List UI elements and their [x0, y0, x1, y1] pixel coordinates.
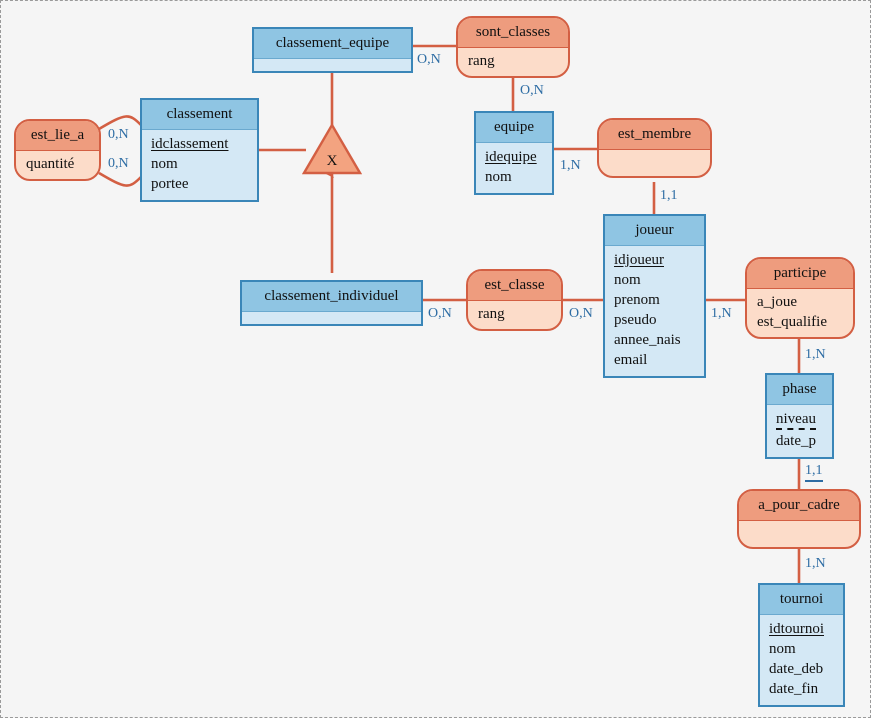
- entity-attribute-list: niveau date_p: [767, 405, 832, 457]
- relation-title: est_membre: [599, 120, 710, 150]
- attribute-email: email: [614, 352, 648, 368]
- attribute-rang: rang: [478, 306, 505, 322]
- inheritance-xor-symbol[interactable]: X: [301, 122, 363, 175]
- relation-attribute-list: quantité: [16, 151, 99, 179]
- attribute-date-fin: date_fin: [769, 681, 819, 697]
- entity-attribute-list: idtournoi nom date_deb date_fin: [760, 615, 843, 705]
- attribute-idjoueur: idjoueur: [614, 252, 664, 268]
- cardinality-sont-classes-equipe: O,N: [520, 83, 544, 98]
- relation-attribute-list: rang: [458, 48, 568, 76]
- attribute-quantite: quantité: [26, 156, 75, 172]
- attribute-nom: nom: [485, 169, 512, 185]
- attribute-a-joue: a_joue: [757, 294, 797, 310]
- attribute-idequipe: idequipe: [485, 149, 537, 165]
- relation-participe[interactable]: participe a_joue est_qualifie: [745, 257, 855, 339]
- relation-attribute-list: [599, 150, 710, 176]
- relation-est-classe[interactable]: est_classe rang: [466, 269, 563, 331]
- entity-classement-equipe[interactable]: classement_equipe: [252, 27, 413, 73]
- cardinality-classement-equipe-sont-classes: O,N: [417, 52, 441, 67]
- relation-sont-classes[interactable]: sont_classes rang: [456, 16, 570, 78]
- relation-title: participe: [747, 259, 853, 289]
- entity-phase[interactable]: phase niveau date_p: [765, 373, 834, 459]
- attribute-nom: nom: [769, 641, 796, 657]
- attribute-date-p: date_p: [776, 433, 816, 449]
- entity-title: equipe: [476, 113, 552, 143]
- entity-tournoi[interactable]: tournoi idtournoi nom date_deb date_fin: [758, 583, 845, 707]
- attribute-annee-nais: annee_nais: [614, 332, 681, 348]
- cardinality-est-classe-joueur: O,N: [569, 306, 593, 321]
- entity-attribute-list: idclassement nom portee: [142, 130, 257, 200]
- cardinality-est-lie-a-bottom: 0,N: [108, 156, 129, 171]
- cardinality-a-pour-cadre-tournoi: 1,N: [805, 556, 826, 571]
- relation-attribute-list: [739, 521, 859, 547]
- entity-title: classement_equipe: [254, 29, 411, 59]
- entity-title: joueur: [605, 216, 704, 246]
- entity-title: tournoi: [760, 585, 843, 615]
- attribute-prenom: prenom: [614, 292, 660, 308]
- entity-attribute-list: idequipe nom: [476, 143, 552, 193]
- inheritance-symbol-label: X: [326, 153, 338, 169]
- cardinality-participe-phase: 1,N: [805, 347, 826, 362]
- attribute-nom: nom: [151, 156, 178, 172]
- relation-attribute-list: rang: [468, 301, 561, 329]
- attribute-rang: rang: [468, 53, 495, 69]
- relation-title: sont_classes: [458, 18, 568, 48]
- entity-equipe[interactable]: equipe idequipe nom: [474, 111, 554, 195]
- entity-attribute-list: [242, 312, 421, 324]
- attribute-portee: portee: [151, 176, 189, 192]
- entity-title: phase: [767, 375, 832, 405]
- relation-a-pour-cadre[interactable]: a_pour_cadre: [737, 489, 861, 549]
- attribute-nom: nom: [614, 272, 641, 288]
- relation-attribute-list: a_joue est_qualifie: [747, 289, 853, 337]
- relation-est-lie-a[interactable]: est_lie_a quantité: [14, 119, 101, 181]
- entity-attribute-list: idjoueur nom prenom pseudo annee_nais em…: [605, 246, 704, 376]
- entity-title: classement: [142, 100, 257, 130]
- attribute-niveau: niveau: [776, 411, 816, 430]
- attribute-est-qualifie: est_qualifie: [757, 314, 827, 330]
- cardinality-est-membre-joueur: 1,1: [660, 188, 678, 203]
- entity-attribute-list: [254, 59, 411, 71]
- relation-title: est_classe: [468, 271, 561, 301]
- relation-est-membre[interactable]: est_membre: [597, 118, 712, 178]
- relation-title: est_lie_a: [16, 121, 99, 151]
- entity-classement-individuel[interactable]: classement_individuel: [240, 280, 423, 326]
- relation-title: a_pour_cadre: [739, 491, 859, 521]
- attribute-idtournoi: idtournoi: [769, 621, 824, 637]
- attribute-pseudo: pseudo: [614, 312, 657, 328]
- entity-classement[interactable]: classement idclassement nom portee: [140, 98, 259, 202]
- cardinality-joueur-participe: 1,N: [711, 306, 732, 321]
- cardinality-equipe-est-membre: 1,N: [560, 158, 581, 173]
- cardinality-phase-a-pour-cadre: 1,1: [805, 463, 823, 482]
- cardinality-est-lie-a-top: 0,N: [108, 127, 129, 142]
- entity-title: classement_individuel: [242, 282, 421, 312]
- entity-joueur[interactable]: joueur idjoueur nom prenom pseudo annee_…: [603, 214, 706, 378]
- attribute-idclassement: idclassement: [151, 136, 229, 152]
- attribute-date-deb: date_deb: [769, 661, 824, 677]
- cardinality-classement-individuel-est-classe: O,N: [428, 306, 452, 321]
